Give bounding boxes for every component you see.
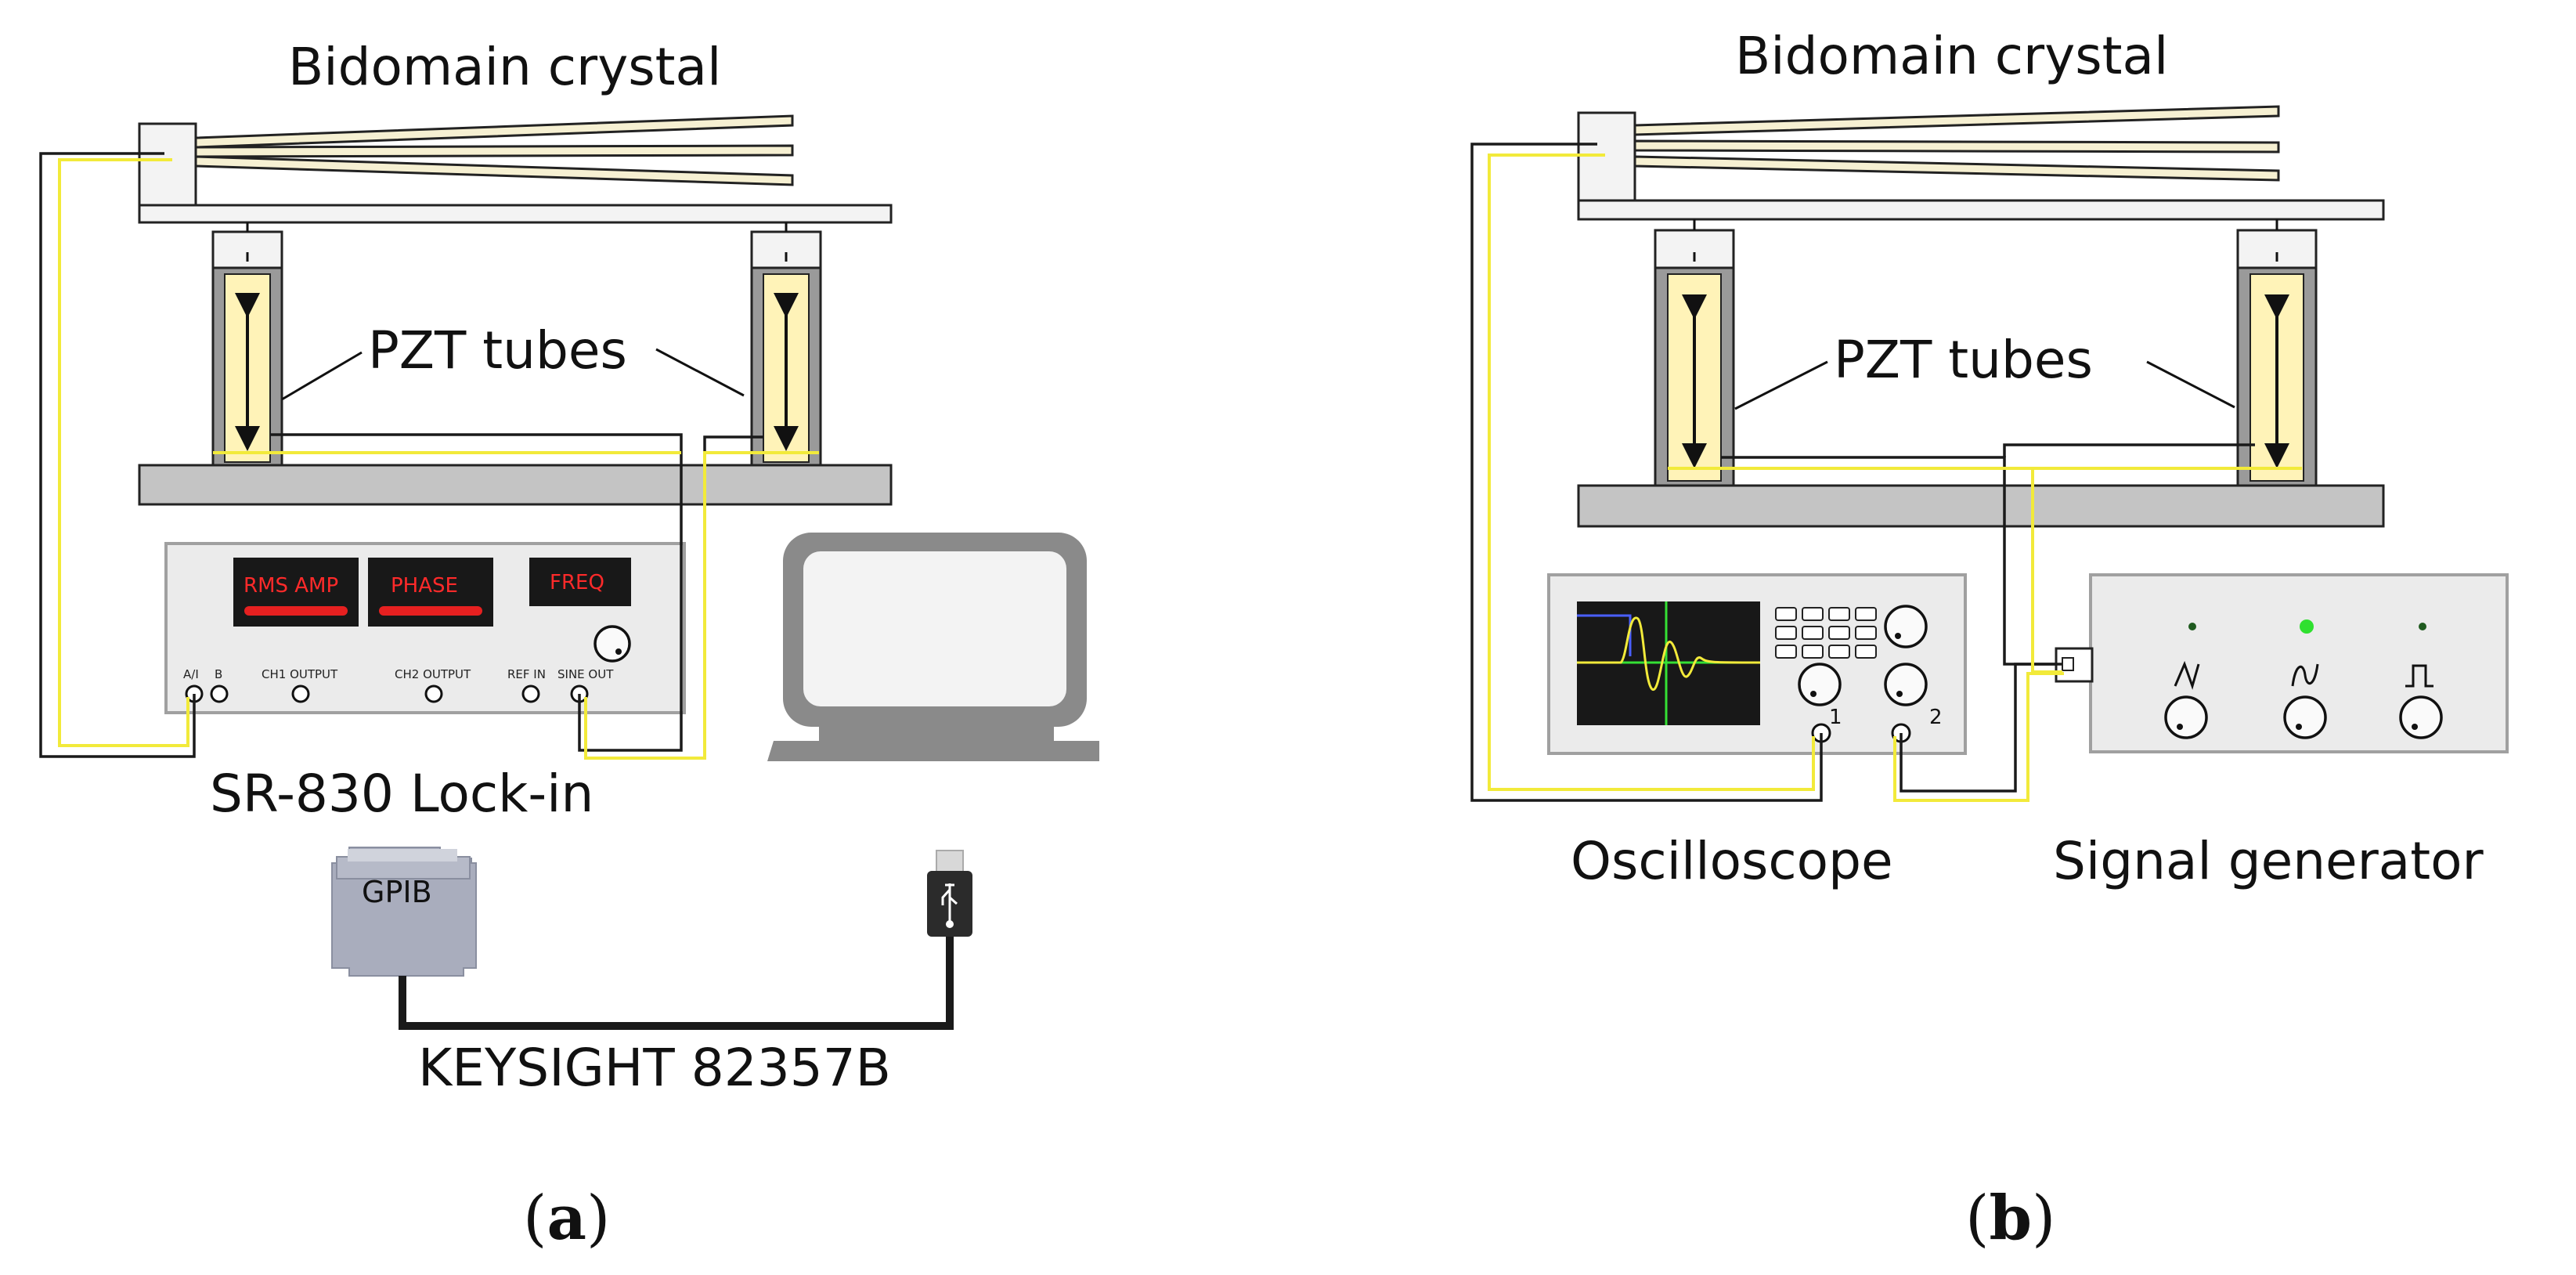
siggen-knob-2[interactable]	[2283, 695, 2327, 739]
pzt-tube-left-b	[1654, 219, 1735, 487]
gpib-adapter: GPIB	[331, 847, 477, 977]
svg-text:RMS AMP: RMS AMP	[244, 574, 338, 598]
port-ref-in[interactable]	[521, 684, 540, 703]
scope-knob-3[interactable]	[1884, 663, 1928, 706]
usb-icon	[927, 850, 972, 937]
svg-text:B: B	[215, 667, 222, 681]
square-wave-icon	[2405, 664, 2433, 688]
sawtooth-wave-icon	[2174, 660, 2200, 690]
pzt-tube-right-b	[2236, 219, 2318, 487]
pzt-label: PZT tubes	[368, 320, 627, 381]
signal-generator-label: Signal generator	[2053, 831, 2484, 891]
scope-knob-2[interactable]	[1798, 663, 1842, 706]
svg-text:CH2 OUTPUT: CH2 OUTPUT	[395, 667, 471, 681]
oscilloscope: 1 2	[1547, 573, 1967, 755]
wires-panel-b	[1470, 143, 2302, 802]
pzt-tube-right	[750, 222, 822, 467]
svg-text:SINE OUT: SINE OUT	[557, 667, 614, 681]
svg-text:CH1 OUTPUT: CH1 OUTPUT	[262, 667, 338, 681]
panel-a-title: Bidomain crystal	[288, 37, 721, 97]
usb-cable	[399, 937, 954, 1030]
base-plate-b	[1577, 484, 2385, 528]
svg-text:1: 1	[1829, 706, 1842, 729]
pzt-tube-left	[211, 222, 283, 467]
panel-b: Bidomain crystal PZT tubes	[1470, 26, 2509, 1254]
scope-knob-1[interactable]	[1884, 605, 1928, 648]
display-freq	[529, 558, 631, 606]
port-b[interactable]	[210, 684, 229, 703]
panel-a: Bidomain crystal PZT tu	[39, 37, 1099, 1254]
siggen-knob-1[interactable]	[2164, 695, 2208, 739]
adapter-label: KEYSIGHT 82357B	[418, 1038, 891, 1098]
sine-wave-icon	[2291, 663, 2319, 687]
bidomain-crystal-b	[1577, 105, 2385, 221]
svg-text:2: 2	[1929, 706, 1943, 729]
panel-a-tag: (a)	[523, 1183, 610, 1254]
port-ch1-output[interactable]	[291, 684, 310, 703]
base-plate	[138, 464, 893, 506]
wires-panel-a	[39, 152, 819, 760]
gpib-label: GPIB	[362, 875, 432, 909]
pzt-label-b: PZT tubes	[1834, 330, 2093, 390]
oscilloscope-label: Oscilloscope	[1571, 831, 1893, 891]
lockin-knob[interactable]	[593, 625, 631, 663]
svg-text:FREQ: FREQ	[550, 571, 604, 594]
signal-generator	[2055, 573, 2509, 753]
svg-text:PHASE: PHASE	[391, 574, 458, 598]
lockin-amplifier: RMS AMP PHASE FREQ A/I B CH1 OUTPUT CH2 …	[164, 542, 686, 714]
signal-generator-led	[2300, 619, 2314, 634]
panel-b-title: Bidomain crystal	[1735, 26, 2168, 86]
svg-text:A/I: A/I	[183, 667, 199, 681]
svg-text:REF IN: REF IN	[507, 667, 546, 681]
computer-icon	[767, 533, 1099, 761]
siggen-knob-3[interactable]	[2399, 695, 2443, 739]
scope-keypad[interactable]	[1775, 607, 1877, 659]
lockin-label: SR-830 Lock-in	[210, 764, 593, 824]
port-ch2-output[interactable]	[424, 684, 443, 703]
panel-b-tag: (b)	[1965, 1183, 2055, 1254]
bidomain-crystal	[138, 114, 893, 224]
